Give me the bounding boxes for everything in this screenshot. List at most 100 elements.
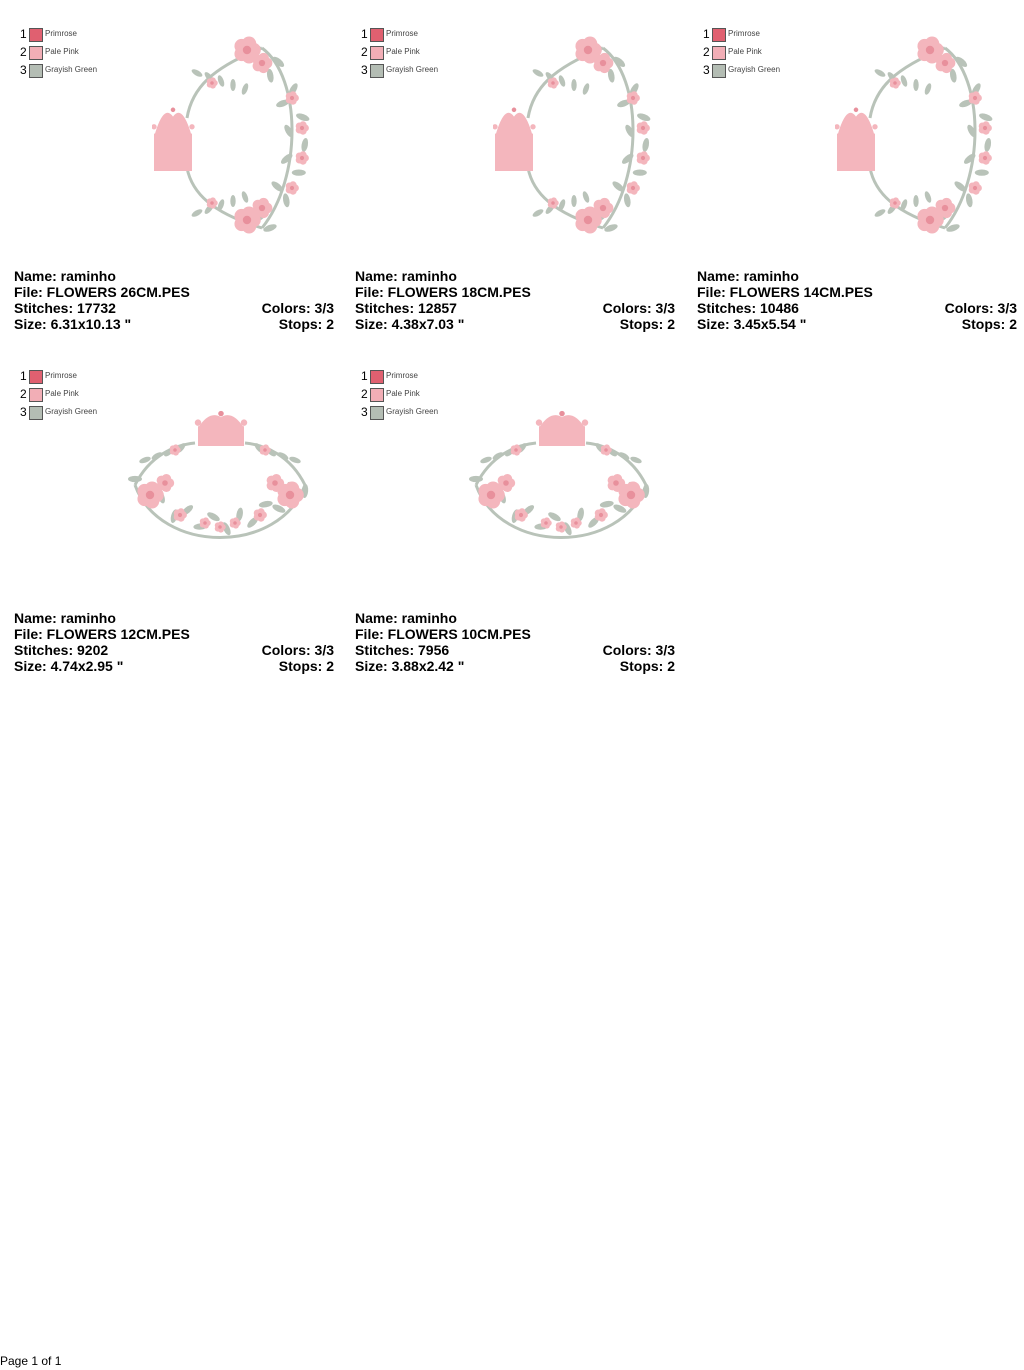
legend-label: Primrose	[728, 29, 761, 38]
legend-number: 3	[361, 63, 368, 77]
design-name: Name: raminho	[355, 610, 457, 626]
design-name: Name: raminho	[14, 610, 116, 626]
legend-item: 2 Pale Pink	[20, 386, 130, 404]
color-swatch	[370, 28, 384, 42]
file-name: File: FLOWERS 26CM.PES	[14, 284, 190, 300]
legend-label: Pale Pink	[45, 389, 79, 398]
stop-count: Stops: 2	[961, 316, 1017, 332]
embroidery-design-preview	[152, 36, 310, 234]
legend-number: 3	[20, 63, 27, 77]
legend-label: Grayish Green	[386, 65, 439, 74]
stitch-count: Stitches: 12857	[355, 300, 457, 316]
legend-label: Pale Pink	[728, 47, 762, 56]
design-size: Size: 6.31x10.13 "	[14, 316, 132, 332]
legend-label: Primrose	[45, 371, 78, 380]
stop-count: Stops: 2	[619, 316, 675, 332]
color-swatch	[29, 28, 43, 42]
design-size: Size: 3.45x5.54 "	[697, 316, 807, 332]
page-number: Page 1 of 1	[0, 1354, 62, 1368]
design-name: Name: raminho	[697, 268, 799, 284]
legend-label: Pale Pink	[386, 47, 420, 56]
legend-label: Grayish Green	[45, 65, 98, 74]
stitch-count: Stitches: 9202	[14, 642, 109, 658]
legend-item: 1 Primrose	[703, 26, 813, 44]
legend-number: 2	[361, 45, 368, 59]
color-count: Colors: 3/3	[602, 300, 675, 316]
file-name: File: FLOWERS 18CM.PES	[355, 284, 531, 300]
legend-label: Primrose	[45, 29, 78, 38]
embroidery-design-preview	[835, 36, 993, 234]
stop-count: Stops: 2	[619, 658, 675, 674]
color-swatch	[29, 64, 43, 78]
color-count: Colors: 3/3	[261, 642, 334, 658]
legend-number: 2	[20, 45, 27, 59]
legend-item: 2 Pale Pink	[20, 44, 130, 62]
design-size: Size: 4.38x7.03 "	[355, 316, 465, 332]
color-count: Colors: 3/3	[602, 642, 675, 658]
color-swatch	[370, 64, 384, 78]
color-swatch	[29, 46, 43, 60]
legend-item: 3 Grayish Green	[361, 404, 471, 422]
embroidery-design-preview	[469, 410, 650, 539]
legend-item: 3 Grayish Green	[703, 62, 813, 80]
color-legend: 1 Primrose 2 Pale Pink 3 Grayish Green	[703, 26, 813, 80]
legend-number: 1	[20, 369, 27, 383]
file-name: File: FLOWERS 14CM.PES	[697, 284, 873, 300]
color-count: Colors: 3/3	[944, 300, 1017, 316]
legend-number: 2	[703, 45, 710, 59]
legend-number: 1	[361, 369, 368, 383]
stitch-count: Stitches: 10486	[697, 300, 799, 316]
design-size: Size: 3.88x2.42 "	[355, 658, 465, 674]
legend-number: 2	[361, 387, 368, 401]
legend-item: 2 Pale Pink	[361, 44, 471, 62]
legend-item: 1 Primrose	[20, 368, 130, 386]
file-name: File: FLOWERS 10CM.PES	[355, 626, 531, 642]
color-swatch	[370, 46, 384, 60]
stop-count: Stops: 2	[278, 316, 334, 332]
design-size: Size: 4.74x2.95 "	[14, 658, 124, 674]
legend-label: Grayish Green	[386, 407, 439, 416]
legend-item: 1 Primrose	[20, 26, 130, 44]
legend-number: 3	[361, 405, 368, 419]
color-swatch	[370, 388, 384, 402]
design-name: Name: raminho	[355, 268, 457, 284]
color-legend: 1 Primrose 2 Pale Pink 3 Grayish Green	[20, 368, 130, 422]
color-swatch	[712, 46, 726, 60]
legend-label: Grayish Green	[728, 65, 781, 74]
color-swatch	[29, 388, 43, 402]
legend-label: Grayish Green	[45, 407, 98, 416]
stop-count: Stops: 2	[278, 658, 334, 674]
file-name: File: FLOWERS 12CM.PES	[14, 626, 190, 642]
legend-number: 1	[20, 27, 27, 41]
color-swatch	[370, 406, 384, 420]
stitch-count: Stitches: 17732	[14, 300, 116, 316]
color-swatch	[29, 406, 43, 420]
design-name: Name: raminho	[14, 268, 116, 284]
color-swatch	[712, 64, 726, 78]
embroidery-design-preview	[493, 36, 651, 234]
color-swatch	[370, 370, 384, 384]
legend-number: 1	[703, 27, 710, 41]
legend-number: 3	[703, 63, 710, 77]
legend-label: Pale Pink	[45, 47, 79, 56]
legend-item: 2 Pale Pink	[703, 44, 813, 62]
legend-number: 2	[20, 387, 27, 401]
legend-item: 3 Grayish Green	[20, 404, 130, 422]
legend-number: 3	[20, 405, 27, 419]
legend-item: 3 Grayish Green	[20, 62, 130, 80]
